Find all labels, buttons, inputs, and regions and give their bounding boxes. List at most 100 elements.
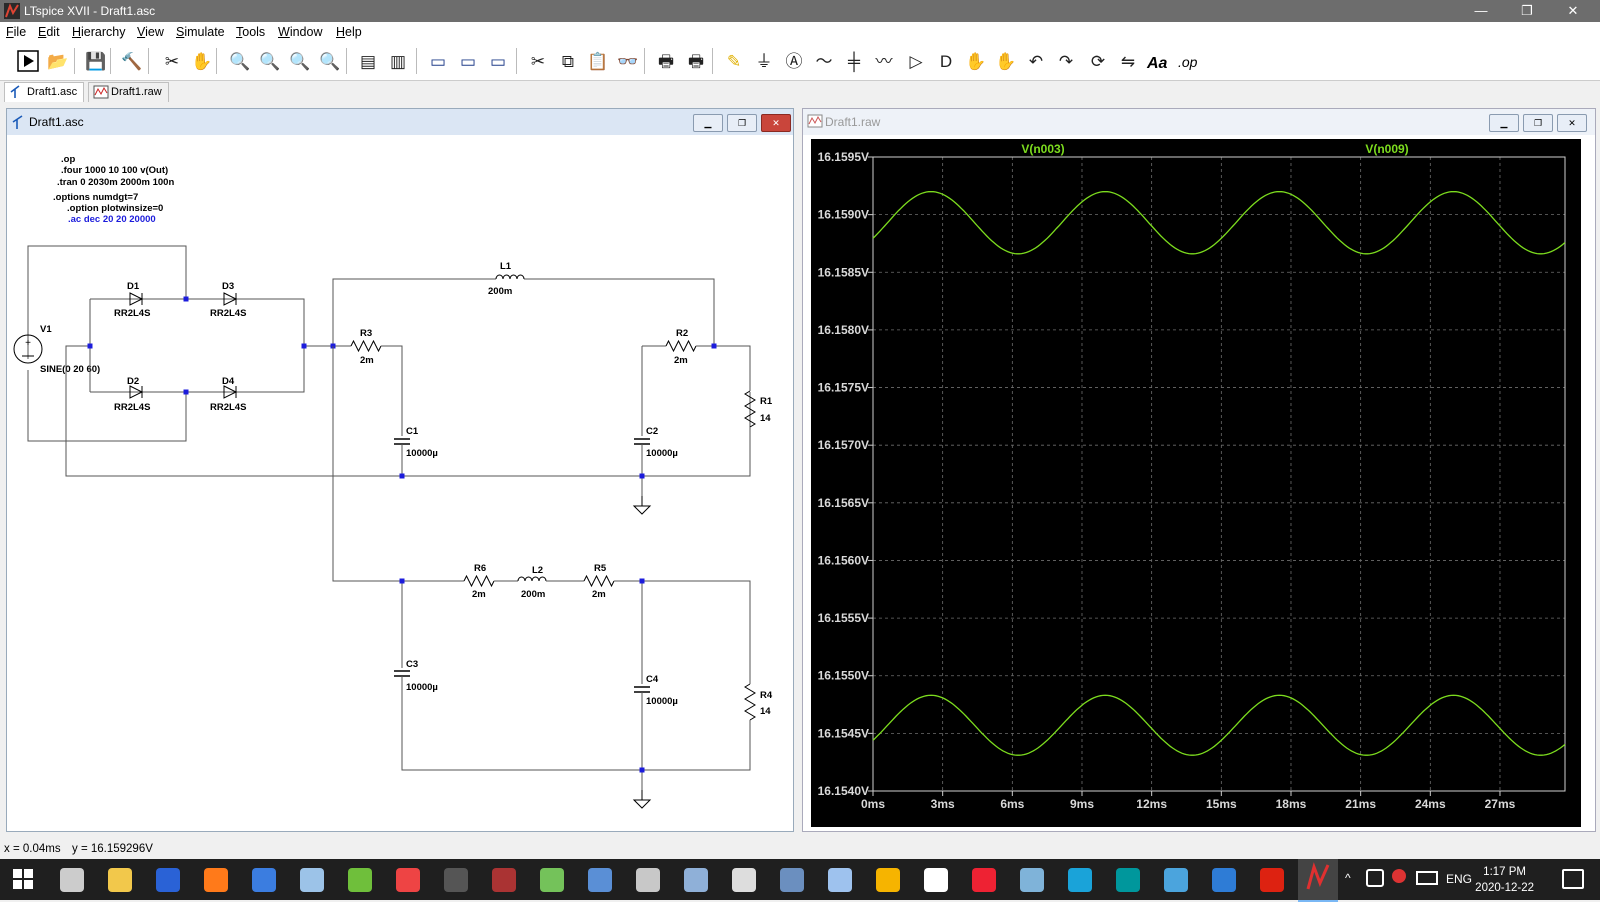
save-icon[interactable]: 💾 [84, 49, 108, 73]
resistor-symbol[interactable] [583, 574, 615, 588]
schematic-window[interactable]: Draft1.asc ▁ ❐ ✕ .op.four 1000 10 100 v(… [6, 108, 794, 832]
app-doc-icon[interactable] [828, 868, 852, 892]
tray-chevron[interactable]: ^ [1345, 871, 1351, 885]
spice-directive-icon[interactable]: .op [1178, 49, 1202, 73]
restore-button[interactable]: ❐ [1521, 3, 1533, 18]
app-f-icon[interactable] [972, 868, 996, 892]
tray-network-icon[interactable] [1366, 869, 1384, 887]
app-gear-icon[interactable] [636, 868, 660, 892]
halt-icon[interactable]: ✂ [160, 49, 184, 73]
app-editor-icon[interactable] [348, 868, 372, 892]
ground-icon[interactable]: ⏚ [752, 49, 776, 73]
wire-to-l1[interactable] [332, 278, 496, 346]
autorange-icon[interactable]: ▤ [356, 49, 380, 73]
rotate-icon[interactable]: ⟳ [1086, 49, 1110, 73]
control-panel-icon[interactable]: 🔨 [120, 49, 144, 73]
wire-v1-top[interactable] [27, 245, 187, 359]
inductor-icon[interactable]: 〰 [872, 49, 896, 73]
d2-diode-symbol[interactable] [129, 385, 144, 399]
app-notes-icon[interactable] [1020, 868, 1044, 892]
spice-directive[interactable]: .four 1000 10 100 v(Out) [61, 165, 168, 176]
zoom-in-icon[interactable]: 🔍 [228, 49, 252, 73]
tray-language[interactable]: ENG [1446, 872, 1473, 886]
acrobat-icon[interactable] [1260, 868, 1284, 892]
waveform-plot[interactable]: 16.1595V16.1590V16.1585V16.1580V16.1575V… [811, 139, 1581, 827]
text-icon[interactable]: Aa [1146, 49, 1170, 73]
schematic-close-button[interactable]: ✕ [761, 114, 791, 132]
draw-wire-icon[interactable]: ✎ [722, 49, 746, 73]
arduino-icon[interactable] [1116, 868, 1140, 892]
resistor-symbol[interactable] [744, 683, 756, 721]
app-wand-icon[interactable] [780, 868, 804, 892]
windows-start-icon[interactable] [12, 868, 36, 892]
print-setup-icon[interactable]: 🖶 [684, 49, 708, 73]
paste-icon[interactable]: 📋 [586, 49, 610, 73]
zoom-fit-icon[interactable]: 🔍 [318, 49, 342, 73]
d4-diode-symbol[interactable] [223, 385, 238, 399]
wire-to-bottom[interactable] [332, 346, 402, 582]
app-red-icon[interactable] [492, 868, 516, 892]
schematic-restore-button[interactable]: ❐ [727, 114, 757, 132]
spice-directive[interactable]: .options numdgt=7 [53, 192, 138, 203]
app-window-icon[interactable] [1212, 868, 1236, 892]
menu-simulate[interactable]: Simulate [176, 25, 225, 39]
resistor-symbol[interactable] [463, 574, 495, 588]
copy-icon[interactable]: ⧉ [556, 49, 580, 73]
zoom-out-icon[interactable]: 🔍 [288, 49, 312, 73]
file-explorer-icon[interactable] [108, 868, 132, 892]
d1-diode-symbol[interactable] [129, 292, 144, 306]
diode-icon[interactable]: ▷ [904, 49, 928, 73]
inductor-symbol[interactable] [517, 576, 547, 582]
firefox-icon[interactable] [204, 868, 228, 892]
waveform-window-titlebar[interactable]: Draft1.raw ▁ ❐ ✕ [803, 109, 1595, 135]
menu-tools[interactable]: Tools [236, 25, 266, 39]
menu-edit[interactable]: Edit [38, 25, 60, 39]
pan-icon[interactable]: ✋ [190, 49, 214, 73]
resistor-symbol[interactable] [744, 390, 756, 428]
trace-vn003[interactable] [872, 190, 1566, 255]
component-icon[interactable]: D [934, 49, 958, 73]
app-grid-icon[interactable] [396, 868, 420, 892]
app-android-icon[interactable] [540, 868, 564, 892]
tile-horizontal-icon[interactable]: ▭ [426, 49, 450, 73]
close-button[interactable]: ✕ [1567, 3, 1579, 18]
tile-vertical-icon[interactable]: ▭ [486, 49, 510, 73]
spice-directive[interactable]: .option plotwinsize=0 [67, 203, 163, 214]
schematic-canvas[interactable]: .op.four 1000 10 100 v(Out).tran 0 2030m… [8, 136, 792, 830]
d3-diode-symbol[interactable] [223, 292, 238, 306]
cascade-icon[interactable]: ▭ [456, 49, 480, 73]
spice-directive[interactable]: .ac dec 20 20 20000 [68, 214, 156, 225]
resistor-symbol[interactable] [665, 339, 697, 353]
app-boxes-icon[interactable] [588, 868, 612, 892]
tab-draft1-raw[interactable]: Draft1.raw [88, 82, 169, 102]
move-icon[interactable]: ✋ [964, 49, 988, 73]
schematic-minimize-button[interactable]: ▁ [693, 114, 723, 132]
zoom-rect-icon[interactable]: 🔍 [258, 49, 282, 73]
menu-window[interactable]: Window [278, 25, 323, 39]
legend-vn009[interactable]: V(n009) [1365, 142, 1408, 156]
wire-l1-out[interactable] [524, 278, 715, 346]
wire-v1-bottom[interactable] [27, 370, 187, 442]
undo-icon[interactable]: ↶ [1024, 49, 1048, 73]
resistor-icon[interactable]: 〜 [812, 49, 836, 73]
redo-icon[interactable]: ↷ [1054, 49, 1078, 73]
tray-battery-icon[interactable] [1416, 871, 1438, 885]
waveform-close-button[interactable]: ✕ [1557, 114, 1587, 132]
app-calc-icon[interactable] [1164, 868, 1188, 892]
drag-icon[interactable]: ✋ [994, 49, 1018, 73]
wire-r5-r4[interactable] [614, 580, 751, 684]
notifications-icon[interactable] [1562, 869, 1584, 889]
app-tool-icon[interactable] [684, 868, 708, 892]
waveform-minimize-button[interactable]: ▁ [1489, 114, 1519, 132]
menu-help[interactable]: Help [336, 25, 362, 39]
edge-icon[interactable] [1068, 868, 1092, 892]
trace-vn009[interactable] [872, 694, 1566, 756]
app-paint-icon[interactable] [300, 868, 324, 892]
app-x-icon[interactable] [732, 868, 756, 892]
menu-view[interactable]: View [137, 25, 164, 39]
legend-vn003[interactable]: V(n003) [1021, 142, 1064, 156]
voltage-source-v1[interactable] [13, 334, 43, 364]
cut-icon[interactable]: ✂ [526, 49, 550, 73]
app-cloud-icon[interactable] [252, 868, 276, 892]
